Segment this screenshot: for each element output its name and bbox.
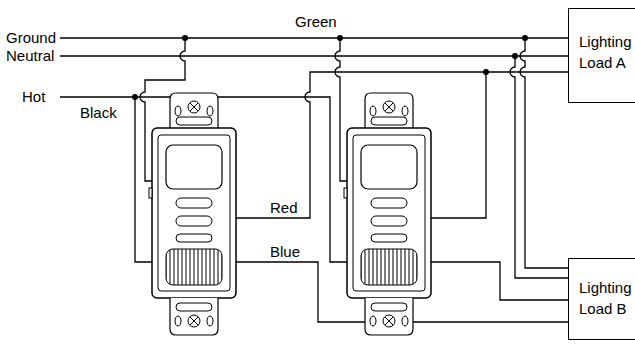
red-wire — [431, 72, 486, 218]
ground-wire — [60, 37, 568, 38]
occupancy-sensor-switch — [149, 93, 236, 335]
wire-color: Green — [293, 13, 339, 30]
wire-color: Blue — [268, 243, 302, 260]
wire-color: Black — [78, 104, 119, 121]
wire-name: Ground — [4, 29, 58, 46]
wires — [60, 38, 568, 322]
wire-name: Neutral — [4, 47, 56, 64]
neutral-wire — [510, 56, 568, 278]
load-label: Lighting Load A — [579, 31, 634, 73]
lighting-load-box: Lighting Load B — [568, 258, 635, 340]
wire-name: Hot — [20, 88, 47, 105]
green-wire — [335, 38, 347, 181]
neutral-wire — [60, 55, 568, 56]
lighting-load-box: Lighting Load A — [568, 8, 635, 103]
load-label: Lighting Load B — [579, 277, 634, 319]
occupancy-sensor-switch — [344, 93, 431, 335]
black-wire — [135, 97, 152, 262]
ground-wire — [520, 38, 568, 268]
junction-dots — [132, 35, 528, 100]
wire-color: Red — [268, 199, 300, 216]
